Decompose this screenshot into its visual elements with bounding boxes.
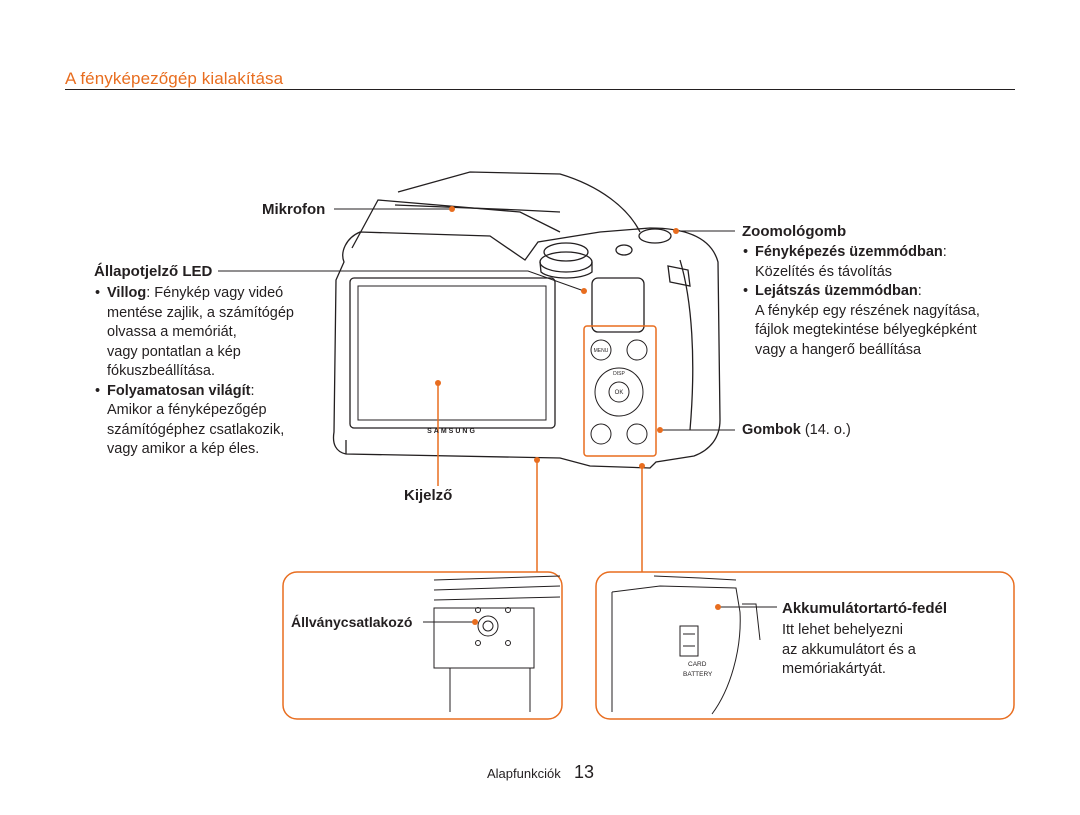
callout-dots — [435, 206, 721, 625]
playback-desc-line: vagy a hangerő beállítása — [755, 341, 922, 358]
steady-desc-line: vagy amikor a kép éles. — [107, 441, 260, 457]
playback-desc-line: A fénykép egy részének nagyítása, — [755, 302, 980, 319]
playback-term: Lejátszás üzemmódban — [755, 283, 918, 299]
camera-screen — [357, 285, 547, 421]
blink-desc-line: : Fénykép vagy videó — [146, 285, 284, 301]
playback-desc-line: fájlok megtekintése bélyegképként — [755, 322, 977, 338]
tripod-label: Állványcsatlakozó — [291, 614, 413, 630]
tripod-socket-drawing — [433, 575, 561, 712]
shooting-term: Fényképezés üzemmódban — [755, 244, 943, 260]
footer-section: Alapfunkciók — [487, 766, 561, 781]
orange-leaders — [437, 383, 643, 572]
battery-battery-text: BATTERY — [683, 671, 713, 678]
zoom-description: Fényképezés üzemmódban: Közelítés és táv… — [742, 243, 1032, 360]
status-led-description: Villog: Fénykép vagy videó mentése zajli… — [94, 284, 324, 460]
battery-desc-line: az akkumulátort és a — [782, 641, 916, 658]
buttons-label: Gombok (14. o.) — [742, 422, 851, 438]
playback-desc-line: : — [917, 283, 922, 299]
page-title: A fényképezőgép kialakítása — [65, 69, 284, 88]
buttons-highlight — [583, 325, 657, 457]
shooting-desc-line: : — [942, 244, 947, 260]
camera-body — [332, 171, 721, 469]
page-number: 13 — [574, 762, 595, 782]
battery-cover-description: Itt lehet behelyezni az akkumulátort és … — [782, 621, 1002, 680]
ok-button-text: OK — [615, 390, 624, 396]
camera-brand-text: SAMSUNG — [427, 428, 477, 435]
battery-detail-frame — [595, 571, 1015, 720]
battery-desc-line: Itt lehet behelyezni — [782, 622, 903, 638]
battery-card-text: CARD — [688, 661, 707, 668]
steady-desc-line: számítógéphez csatlakozik, — [107, 421, 285, 438]
tripod-detail-frame — [282, 571, 563, 720]
blink-desc-line: mentése zajlik, a számítógép — [107, 304, 294, 321]
blink-term: Villog — [107, 285, 147, 301]
title-divider — [65, 89, 1015, 90]
steady-desc-line: Amikor a fényképezőgép — [107, 402, 267, 418]
buttons-title: Gombok — [742, 422, 801, 438]
buttons-page-ref: (14. o.) — [800, 422, 851, 438]
microphone-label: Mikrofon — [262, 201, 326, 218]
disp-button-text: DISP — [613, 371, 625, 377]
callout-lines — [218, 208, 777, 623]
battery-cover-drawing — [611, 575, 761, 715]
battery-desc-line: memóriakártyát. — [782, 661, 886, 677]
blink-desc-line: vagy pontatlan a kép — [107, 343, 241, 360]
zoom-label: Zoomológomb — [742, 223, 847, 240]
camera-buttons — [590, 339, 648, 445]
display-label: Kijelző — [404, 487, 453, 504]
steady-desc-line: : — [250, 382, 255, 399]
battery-cover-label: Akkumulátortartó-fedél — [782, 600, 948, 617]
status-led-label: Állapotjelző LED — [94, 263, 213, 280]
steady-term: Folyamatosan világít — [107, 382, 251, 399]
blink-desc-line: olvassa a memóriát, — [107, 324, 237, 340]
shooting-desc-line: Közelítés és távolítás — [755, 263, 893, 280]
blink-desc-line: fókuszbeállítása. — [107, 363, 216, 379]
menu-button-text: MENU — [594, 348, 609, 354]
